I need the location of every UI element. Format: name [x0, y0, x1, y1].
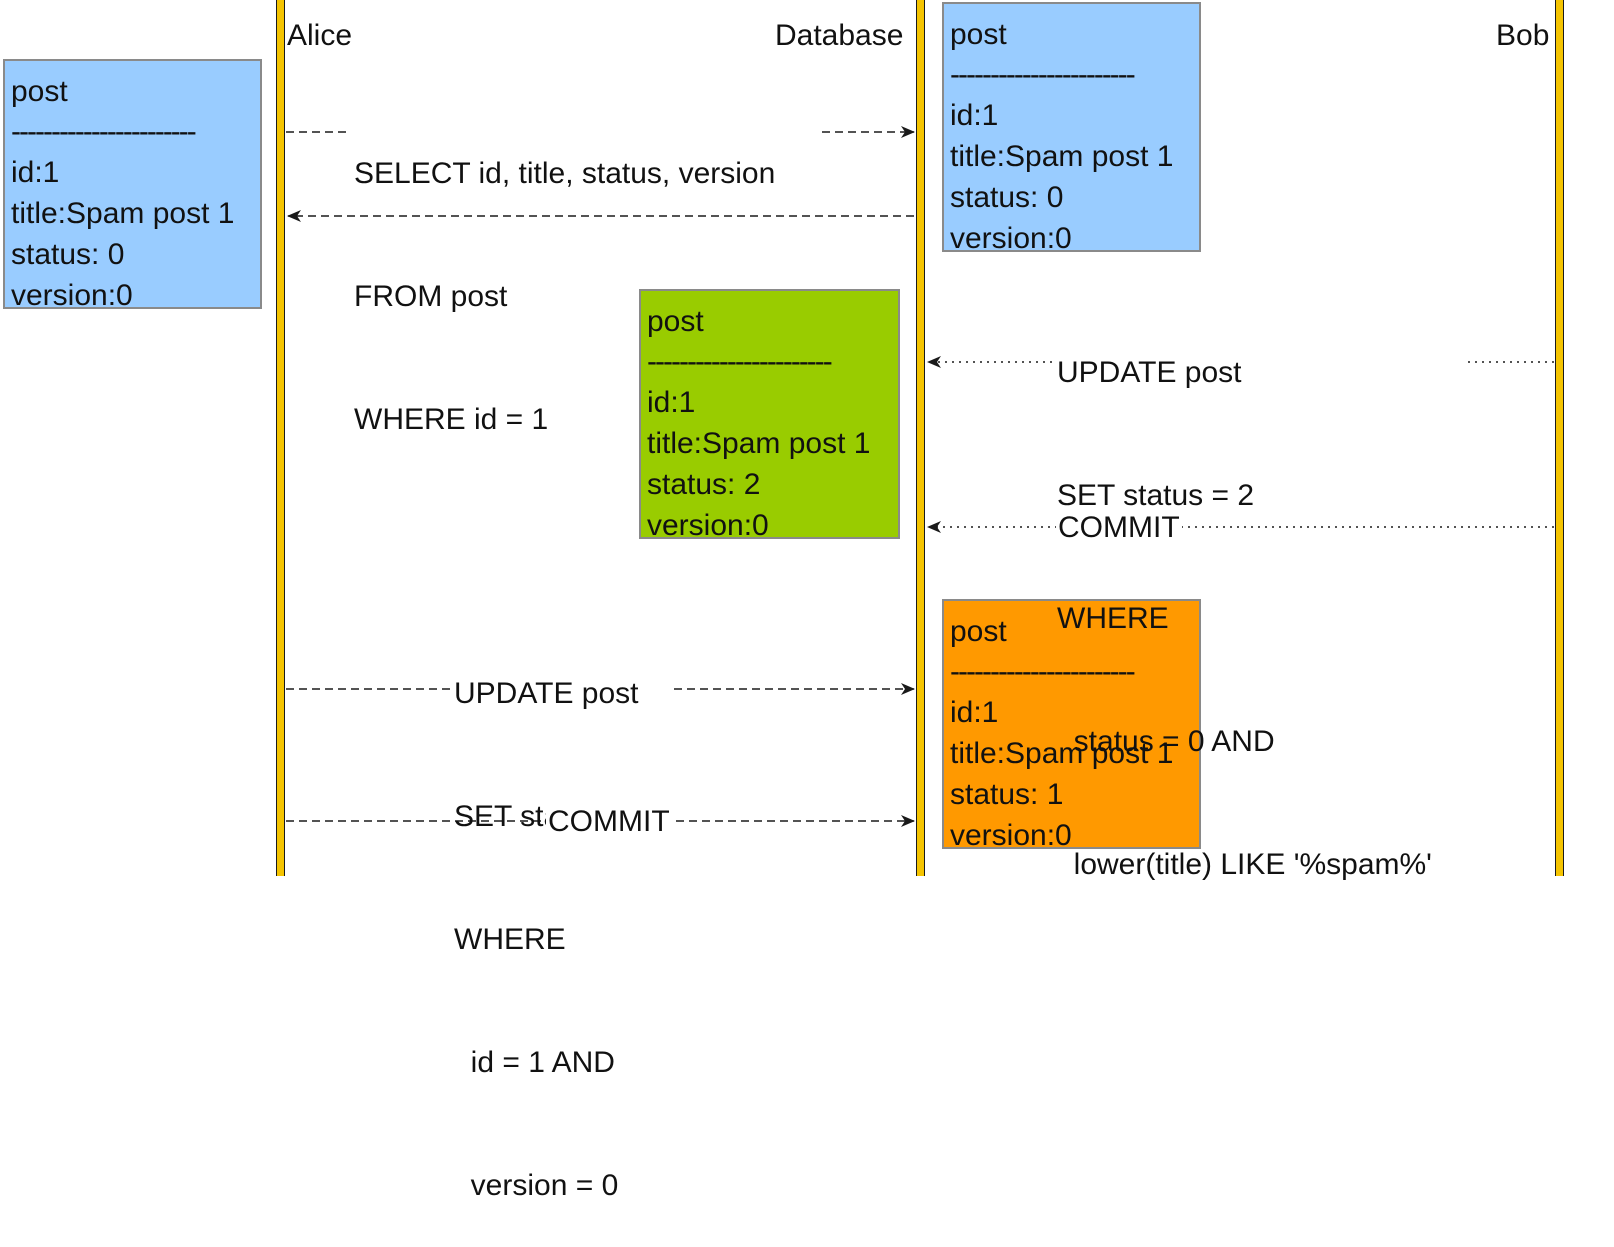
box-separator: ----------------------- — [647, 345, 833, 378]
message-line: WHERE — [454, 923, 566, 956]
message-line: UPDATE post — [454, 677, 639, 710]
alice-post-box: post ----------------------- id:1 title:… — [3, 59, 262, 309]
box-separator: ----------------------- — [11, 115, 197, 148]
message-line: version = 0 — [454, 1169, 619, 1202]
box-version: version:0 — [950, 819, 1072, 849]
message-line: FROM post — [354, 280, 508, 313]
alice-commit-label: COMMIT — [546, 805, 672, 839]
bob-participant-label: Bob — [1496, 19, 1550, 52]
box-title-field: title:Spam post 1 — [950, 140, 1174, 173]
bob-lifeline — [1555, 0, 1564, 876]
box-title: post — [950, 18, 1007, 51]
box-title-field: title:Spam post 1 — [647, 427, 871, 460]
message-line: WHERE id = 1 — [354, 403, 549, 436]
box-version: version:0 — [11, 279, 133, 309]
message-arrows — [286, 126, 1554, 827]
bob-commit-label: COMMIT — [1056, 511, 1182, 545]
box-status: status: 2 — [647, 468, 761, 501]
alice-lifeline — [276, 0, 285, 876]
message-line: WHERE — [1057, 602, 1169, 635]
box-title-field: title:Spam post 1 — [11, 197, 235, 230]
box-separator: ----------------------- — [950, 58, 1136, 91]
db-post-initial-box: post ----------------------- id:1 title:… — [942, 2, 1201, 252]
box-id: id:1 — [950, 696, 999, 729]
alice-update-message: UPDATE post SET status = 1 WHERE id = 1 … — [454, 591, 651, 1247]
box-id: id:1 — [647, 386, 696, 419]
bob-update-message: UPDATE post SET status = 2 WHERE status … — [1057, 270, 1432, 926]
alice-select-message: SELECT id, title, status, version FROM p… — [354, 71, 775, 481]
box-version: version:0 — [950, 222, 1072, 252]
message-line: id = 1 AND — [454, 1046, 615, 1079]
box-title: post — [647, 305, 704, 338]
db-post-after-alice-box: post ----------------------- id:1 title:… — [942, 599, 1201, 849]
box-separator: ----------------------- — [950, 655, 1136, 688]
box-status: status: 0 — [11, 238, 125, 271]
message-line: status = 0 AND — [1057, 725, 1275, 758]
db-post-after-bob-box: post ----------------------- id:1 title:… — [639, 289, 900, 539]
box-id: id:1 — [11, 156, 60, 189]
box-title: post — [11, 75, 68, 108]
message-line: SET status = 2 — [1057, 479, 1255, 512]
message-line: UPDATE post — [1057, 356, 1242, 389]
message-line: SELECT id, title, status, version — [354, 157, 776, 190]
alice-participant-label: Alice — [287, 19, 353, 52]
database-lifeline — [916, 0, 925, 876]
box-version: version:0 — [647, 509, 769, 539]
message-line: lower(title) LIKE '%spam%' — [1057, 848, 1432, 881]
box-title-field: title:Spam post 1 — [950, 737, 1174, 770]
box-status: status: 1 — [950, 778, 1064, 811]
box-id: id:1 — [950, 99, 999, 132]
box-status: status: 0 — [950, 181, 1064, 214]
database-participant-label: Database — [775, 19, 904, 52]
box-title: post — [950, 615, 1007, 648]
